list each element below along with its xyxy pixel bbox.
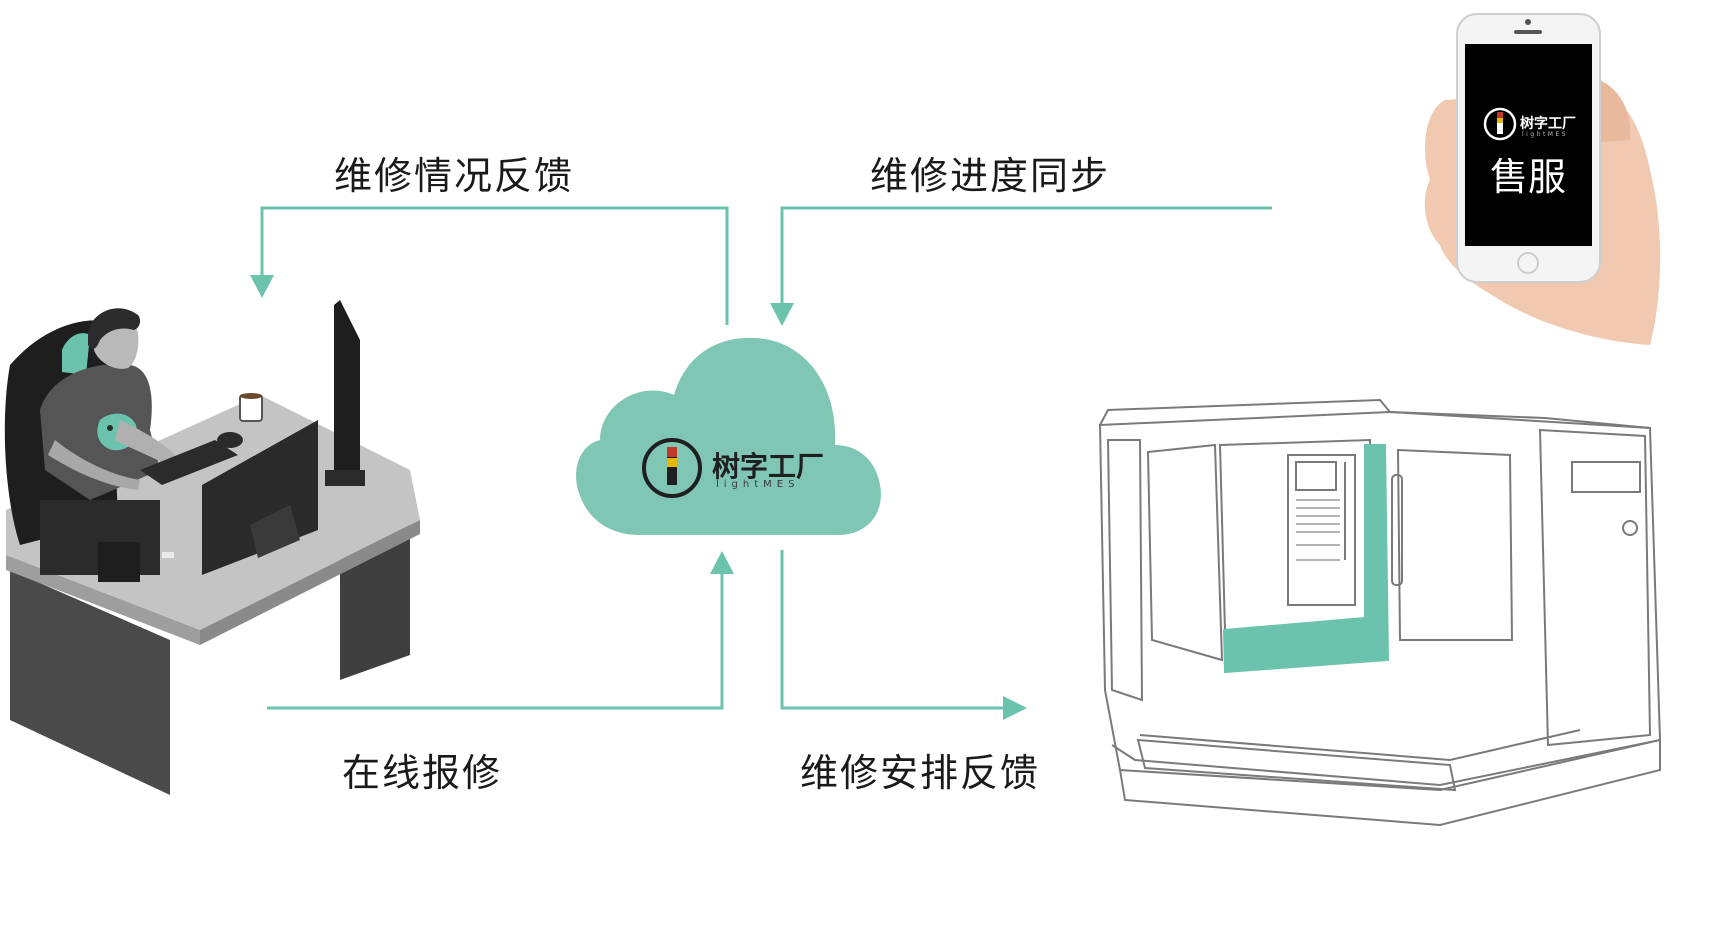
worker-at-desk-icon bbox=[4, 300, 420, 795]
mobile-phone-icon: 树字工厂 lightMES 售服 bbox=[1424, 13, 1661, 345]
arrowhead-right-icon bbox=[1003, 696, 1027, 720]
arrowhead-up-icon bbox=[710, 551, 734, 574]
arrow-progress-sync bbox=[780, 206, 1272, 305]
arrowhead-down-icon bbox=[250, 275, 274, 298]
label-repair-arrange-feedback: 维修安排反馈 bbox=[800, 751, 1041, 795]
phone-screen-text: 售服 bbox=[1490, 155, 1566, 199]
phone-logo-lamp-icon bbox=[1483, 107, 1517, 141]
logo-lamp-icon bbox=[642, 438, 702, 498]
cnc-machine-icon bbox=[1098, 398, 1662, 827]
cloud-logo-cn: 树字工厂 bbox=[712, 450, 824, 483]
label-repair-feedback: 维修情况反馈 bbox=[334, 154, 575, 198]
arrow-repair-arrange bbox=[780, 550, 1005, 710]
cloud-logo-en: lightMES bbox=[716, 479, 799, 490]
arrow-repair-feedback bbox=[260, 206, 729, 325]
phone-logo-en: lightMES bbox=[1522, 131, 1568, 138]
label-repair-progress-sync: 维修进度同步 bbox=[870, 154, 1111, 198]
arrow-online-report bbox=[267, 572, 724, 710]
phone-logo-cn: 树字工厂 bbox=[1520, 115, 1576, 132]
cloud-platform-icon: 树字工厂 lightMES bbox=[576, 337, 881, 535]
label-online-report: 在线报修 bbox=[342, 751, 503, 795]
arrowhead-down-icon bbox=[770, 303, 794, 326]
